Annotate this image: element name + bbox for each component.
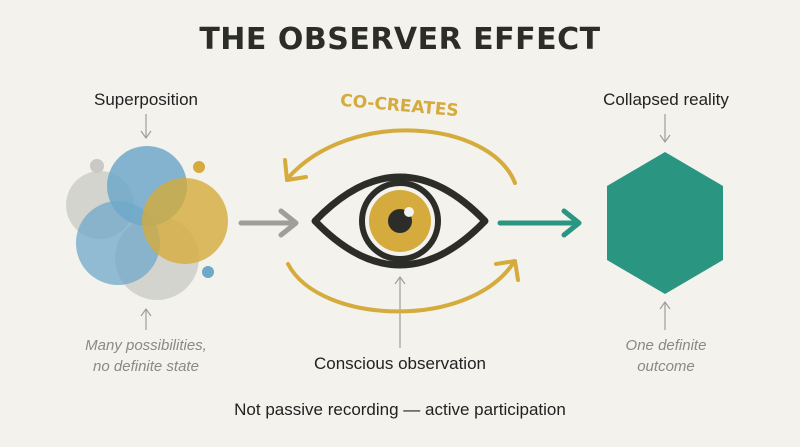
small-blue-circle: [202, 266, 214, 278]
diagram-title: THE OBSERVER EFFECT: [199, 22, 601, 57]
superposition-caption-line1: Many possibilities,: [85, 337, 207, 354]
superposition-circles: [66, 146, 228, 300]
outcome-caption-line2: outcome: [637, 358, 695, 375]
superposition-caption-line2: no definite state: [93, 358, 199, 375]
small-gray-circle: [90, 159, 104, 173]
collapsed-pointer-arrow: [659, 114, 671, 144]
co-creates-top-arc-arrow: [283, 128, 517, 185]
outcome-caption: One definite outcome: [576, 335, 756, 377]
teal-right-arrow: [497, 208, 582, 238]
superposition-label: Superposition: [94, 90, 198, 109]
gray-right-arrow: [238, 208, 299, 238]
eye-icon: [311, 173, 489, 269]
collapsed-reality-label: Collapsed reality: [603, 90, 729, 109]
blue-circle: [76, 201, 160, 285]
outcome-caption-line1: One definite: [625, 337, 707, 354]
conscious-observation-label: Conscious observation: [314, 354, 486, 373]
outcome-pointer-arrow: [659, 300, 671, 330]
co-creates-bottom-arc-arrow: [286, 259, 520, 314]
superposition-caption: Many possibilities, no definite state: [46, 335, 246, 377]
possibilities-pointer-arrow: [140, 307, 152, 330]
collapsed-reality-hexagon: [607, 152, 723, 294]
gold-circle: [142, 178, 228, 264]
superposition-pointer-arrow: [140, 114, 152, 140]
small-gold-circle: [193, 161, 205, 173]
footer-tagline: Not passive recording — active participa…: [234, 400, 566, 419]
